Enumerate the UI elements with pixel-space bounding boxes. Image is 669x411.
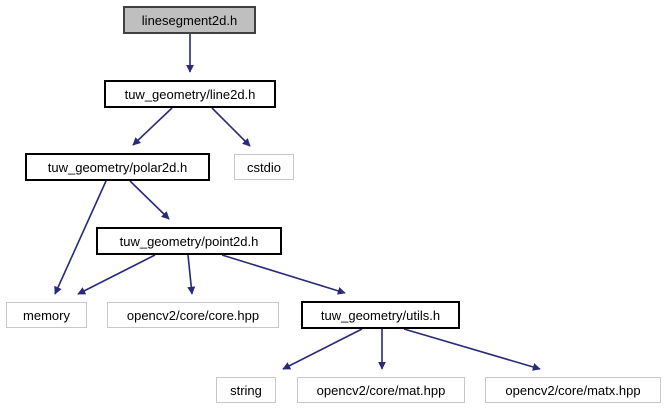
graph-edge-point2d-to-memory [77,254,156,295]
graph-node-utils[interactable]: tuw_geometry/utils.h [301,301,460,329]
graph-node-label: cstdio [247,159,281,175]
graph-node-label: tuw_geometry/point2d.h [119,233,259,249]
graph-node-label: linesegment2d.h [141,12,238,28]
graph-node-cstdio[interactable]: cstdio [234,154,294,180]
graph-node-mat_hpp[interactable]: opencv2/core/mat.hpp [297,377,465,403]
graph-node-label: tuw_geometry/polar2d.h [47,159,188,175]
graph-edge-polar2d-to-point2d [129,180,170,220]
graph-node-label: tuw_geometry/line2d.h [124,86,256,102]
graph-node-label: opencv2/core/core.hpp [126,307,260,323]
graph-node-label: opencv2/core/mat.hpp [316,382,446,398]
graph-node-label: tuw_geometry/utils.h [320,307,441,323]
graph-node-label: memory [23,307,70,323]
graph-node-line2d[interactable]: tuw_geometry/line2d.h [104,80,276,108]
graph-node-string[interactable]: string [216,377,276,403]
graph-edge-point2d-to-core_hpp [187,254,196,295]
graph-node-polar2d[interactable]: tuw_geometry/polar2d.h [25,153,210,181]
graph-edge-utils-to-string [282,328,363,370]
graph-edge-line2d-to-polar2d [132,107,173,146]
graph-node-label: string [230,382,262,398]
graph-edge-line2d-to-cstdio [211,107,251,147]
graph-node-matx_hpp[interactable]: opencv2/core/matx.hpp [485,377,661,403]
graph-node-point2d[interactable]: tuw_geometry/point2d.h [96,227,282,255]
graph-node-linesegment2d: linesegment2d.h [123,6,256,34]
graph-edge-point2d-to-utils [221,254,346,295]
graph-node-core_hpp[interactable]: opencv2/core/core.hpp [107,302,279,328]
graph-edge-utils-to-matx_hpp [403,328,541,371]
graph-node-memory[interactable]: memory [6,302,87,328]
graph-node-label: opencv2/core/matx.hpp [505,382,641,398]
